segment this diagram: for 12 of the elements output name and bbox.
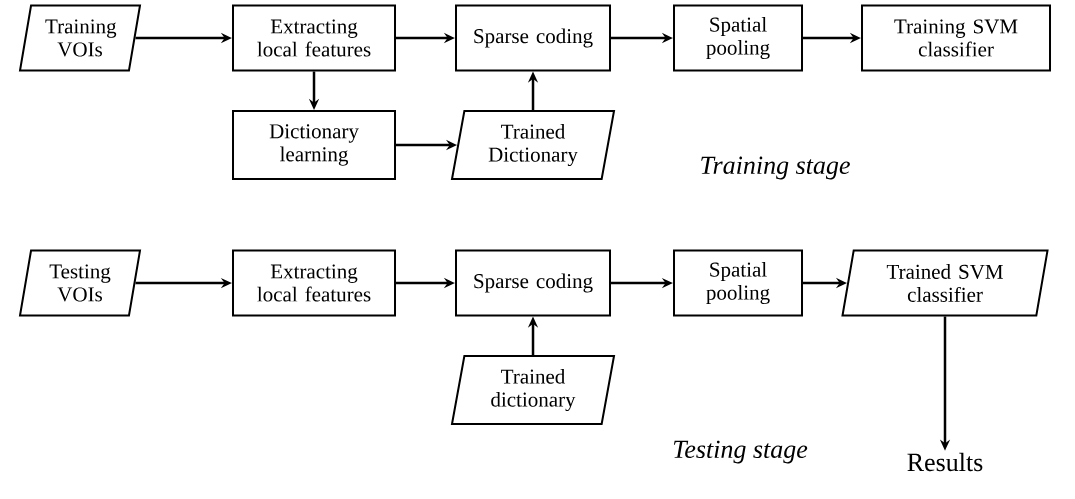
stage-label: Testing stage xyxy=(673,440,808,464)
process-box: Spatial pooling xyxy=(673,249,803,317)
process-box: Spatial pooling xyxy=(673,4,803,72)
stage-label: Training stage xyxy=(701,156,850,180)
process-box: Extracting local features xyxy=(232,249,396,317)
process-box: Sparse coding xyxy=(455,249,611,317)
process-box: Training SVM classifier xyxy=(861,4,1051,72)
data-parallelogram: Trained SVM classifier xyxy=(841,249,1049,317)
process-box: Sparse coding xyxy=(455,4,611,72)
process-box: Dictionary learning xyxy=(232,110,396,180)
process-box: Extracting local features xyxy=(232,4,396,72)
result-text: Results xyxy=(907,452,983,472)
